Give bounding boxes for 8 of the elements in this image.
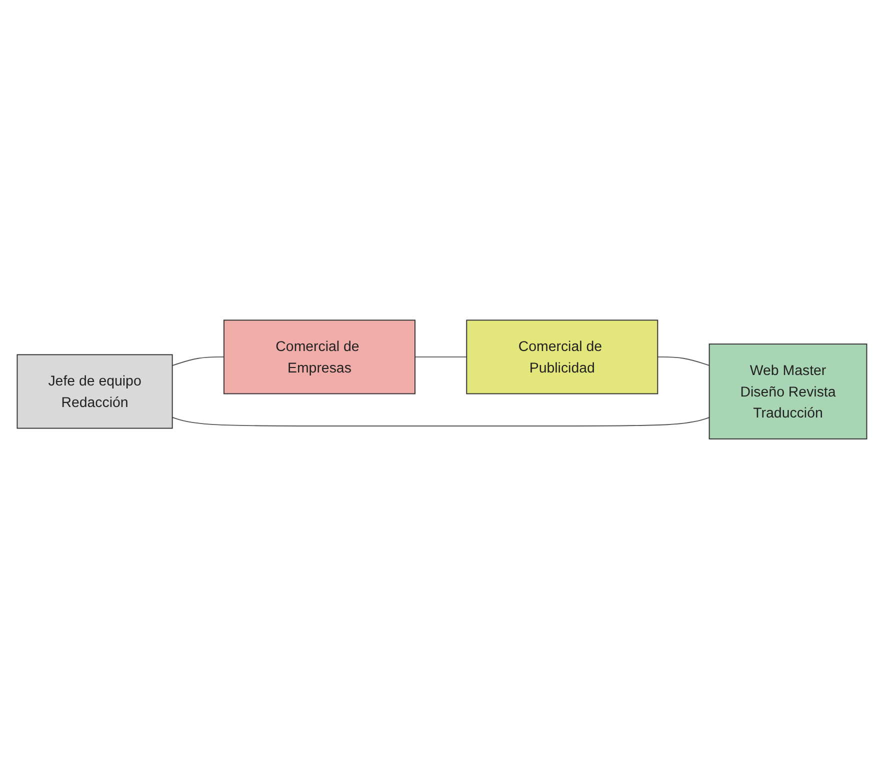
connector (657, 356, 710, 366)
connector (414, 356, 468, 358)
node-box: Comercial de Publicidad (466, 320, 658, 395)
node-box: Jefe de equipo Redacción (16, 354, 173, 430)
connector (172, 417, 710, 427)
node-box: Web Master Diseño Revista Traducción (708, 344, 868, 440)
connector (172, 356, 224, 366)
node-box: Comercial de Empresas (223, 320, 416, 395)
